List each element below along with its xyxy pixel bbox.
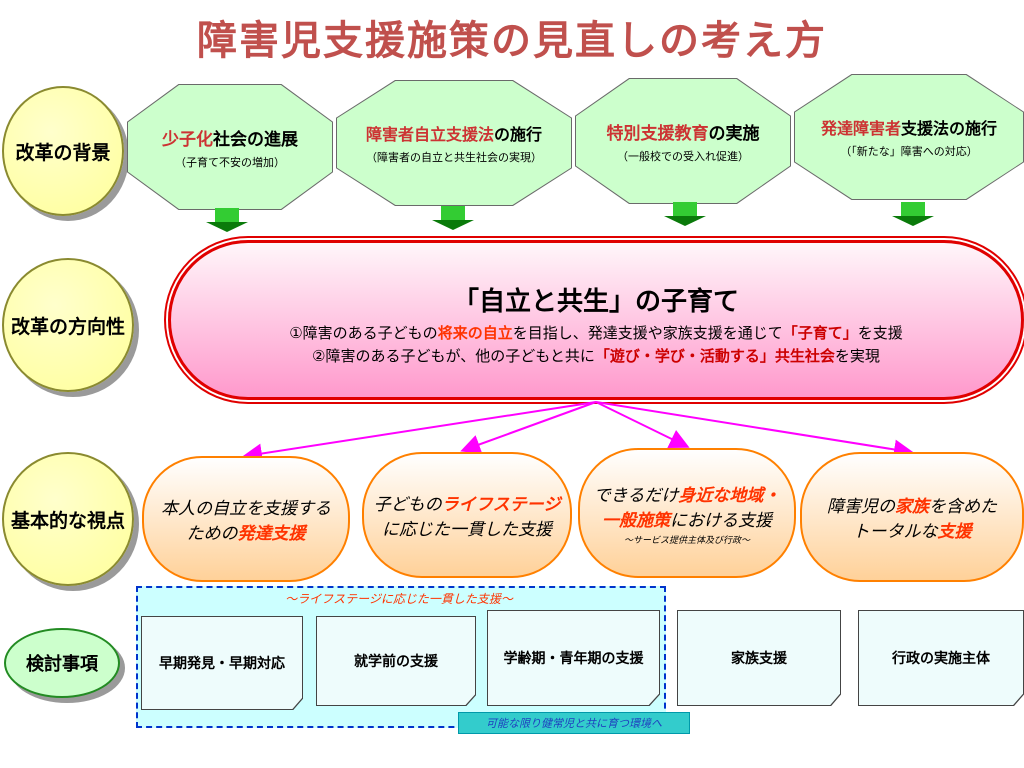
text: ための xyxy=(186,524,238,544)
background-sub: （「新たな」障害への対応） xyxy=(840,145,978,158)
review-card-5: 行政の実施主体 xyxy=(858,610,1024,706)
footnote: 可能な限り健常児と共に育つ環境へ xyxy=(458,712,690,734)
background-text: 社会の進展 xyxy=(213,129,298,150)
row-label-direction: 改革の方向性 xyxy=(2,258,134,392)
review-card-label: 早期発見・早期対応 xyxy=(142,617,302,709)
viewpoint-1: 本人の自立を支援する ための発達支援 xyxy=(142,456,350,582)
row-label-background: 改革の背景 xyxy=(2,86,124,216)
page-title: 障害児支援施策の見直しの考え方 xyxy=(197,18,827,64)
text: ①障害のある子どもの xyxy=(289,324,438,342)
direction-heading: 「自立と共生」の子育て xyxy=(452,287,739,317)
text: 本人の自立を支援する xyxy=(161,499,331,519)
review-card-1: 早期発見・早期対応 xyxy=(141,616,303,710)
highlight: 「子育て」 xyxy=(782,324,858,342)
background-item-4: 発達障害者支援法の施行 （「新たな」障害への対応） xyxy=(794,74,1024,200)
background-highlight: 障害者自立支援法 xyxy=(365,125,494,144)
viewpoint-2: 子どものライフステージ に応じた一貫した支援 xyxy=(362,452,572,578)
arrow-line xyxy=(460,401,597,454)
arrow-down-icon xyxy=(664,202,706,226)
highlight: 将来の自立 xyxy=(437,324,513,342)
viewpoint-3: できるだけ身近な地域・ 一般施策における支援 ～サービス提供主体及び行政～ xyxy=(578,448,796,578)
background-sub: （一般校での受入れ促進） xyxy=(617,149,749,163)
background-highlight: 特別支援教育 xyxy=(606,123,709,144)
highlight: 一般施策 xyxy=(602,510,670,531)
background-sub: （障害者の自立と共生社会の実現） xyxy=(366,151,542,164)
background-text: の実施 xyxy=(708,123,760,144)
highlight: ライフステージ xyxy=(441,495,561,515)
lifestage-label: ～ライフステージに応じた一貫した支援～ xyxy=(285,592,513,606)
text: における支援 xyxy=(670,510,772,531)
text: を支援 xyxy=(857,324,903,342)
highlight: 発達支援 xyxy=(237,524,306,544)
background-text: 支援法の施行 xyxy=(901,119,998,138)
text: に応じた一貫した支援 xyxy=(382,520,552,540)
review-card-label: 行政の実施主体 xyxy=(859,611,1023,705)
text: 子どもの xyxy=(373,495,442,515)
background-item-1: 少子化社会の進展 （子育て不安の増加） xyxy=(127,84,333,210)
text: を含めた xyxy=(929,497,997,517)
direction-line-2: ②障害のある子どもが、他の子どもと共に「遊び・学び・活動する」共生社会を実現 xyxy=(171,345,1021,366)
highlight: 家族 xyxy=(895,497,929,517)
viewpoint-note: ～サービス提供主体及び行政～ xyxy=(623,535,750,546)
review-card-3: 学齢期・青年期の支援 xyxy=(487,610,660,706)
background-highlight: 発達障害者 xyxy=(820,119,901,138)
text: 障害児の xyxy=(827,497,895,517)
highlight: 身近な地域・ xyxy=(678,485,781,506)
arrow-down-icon xyxy=(206,208,248,232)
direction-panel: 「自立と共生」の子育て ①障害のある子どもの将来の自立を目指し、発達支援や家族支… xyxy=(168,240,1024,400)
highlight: 「遊び・学び・活動する」共生社会 xyxy=(594,347,835,365)
text: トータルな xyxy=(852,522,938,542)
text: を目指し、発達支援や家族支援を通じて xyxy=(512,324,783,342)
arrow-line xyxy=(595,401,914,460)
row-label-review: 検討事項 xyxy=(4,628,120,698)
review-card-2: 就学前の支援 xyxy=(316,616,476,706)
background-sub: （子育て不安の増加） xyxy=(175,155,285,169)
arrow-line xyxy=(242,401,597,464)
review-card-label: 就学前の支援 xyxy=(317,617,475,705)
background-item-2: 障害者自立支援法の施行 （障害者の自立と共生社会の実現） xyxy=(336,80,572,206)
arrow-down-icon xyxy=(892,202,934,226)
background-text: の施行 xyxy=(494,125,543,144)
row-label-viewpoint: 基本的な視点 xyxy=(2,452,134,586)
review-card-label: 家族支援 xyxy=(678,611,840,705)
viewpoint-4: 障害児の家族を含めた トータルな支援 xyxy=(800,452,1024,582)
text: できるだけ xyxy=(593,485,679,506)
highlight: 支援 xyxy=(937,522,972,542)
review-card-4: 家族支援 xyxy=(677,610,841,706)
text: ②障害のある子どもが、他の子どもと共に xyxy=(312,347,595,365)
arrow-line xyxy=(595,401,690,448)
text: を実現 xyxy=(834,347,880,365)
background-highlight: 少子化 xyxy=(162,129,213,150)
review-card-label: 学齢期・青年期の支援 xyxy=(488,611,659,705)
arrow-down-icon xyxy=(432,206,474,230)
background-item-3: 特別支援教育の実施 （一般校での受入れ促進） xyxy=(575,78,791,204)
direction-line-1: ①障害のある子どもの将来の自立を目指し、発達支援や家族支援を通じて「子育て」を支… xyxy=(171,322,1021,343)
